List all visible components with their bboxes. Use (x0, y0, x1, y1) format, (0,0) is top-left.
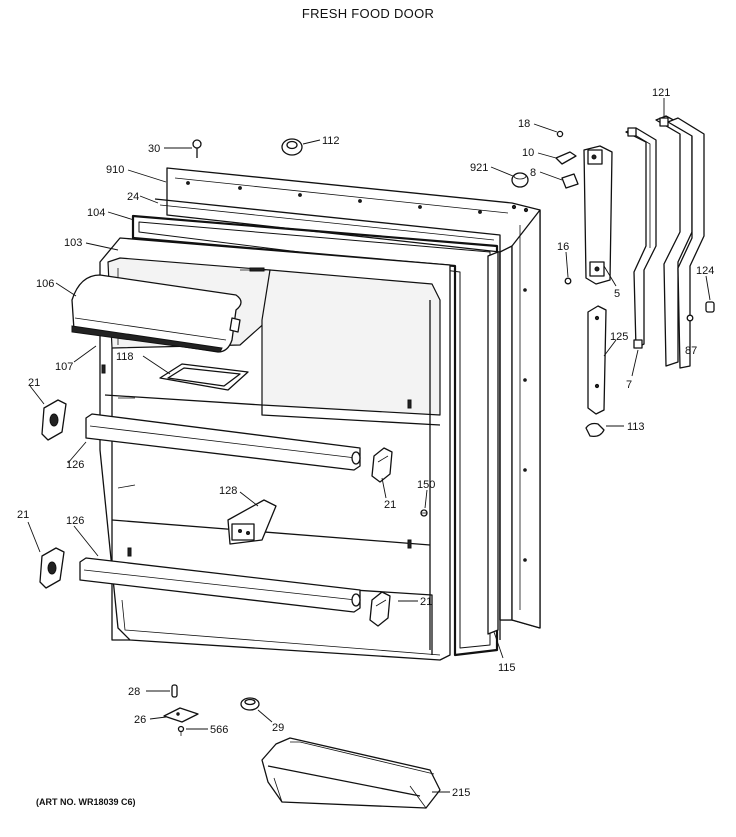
shelf-support-right-upper (371, 447, 393, 483)
leader-lines (27, 98, 711, 793)
callout-128: 128 (219, 485, 237, 497)
screw-28 (171, 684, 178, 698)
cap-921 (511, 172, 529, 188)
bottle-retainer (227, 499, 277, 545)
callout-18: 18 (518, 118, 530, 130)
shelf-support-left-lower (39, 547, 65, 589)
screw-16 (564, 277, 572, 285)
plug-29 (240, 697, 260, 711)
diagram-title: FRESH FOOD DOOR (301, 6, 435, 21)
callout-21-lower-left: 21 (17, 509, 29, 521)
callout-150: 150 (417, 479, 435, 491)
screw-18 (556, 130, 564, 138)
dairy-compartment-door (71, 274, 242, 353)
callout-labels: 30 112 910 24 104 103 106 107 118 21 126… (17, 87, 714, 799)
butter-tray (159, 363, 249, 391)
plate-26 (163, 707, 199, 723)
callout-87: 87 (685, 345, 697, 357)
callout-5: 5 (614, 288, 620, 300)
screw-566 (177, 725, 185, 736)
callout-16: 16 (557, 241, 569, 253)
hinge-pin-10 (555, 151, 577, 165)
callout-921: 921 (470, 162, 488, 174)
upper-shelf-bar (85, 413, 361, 471)
callout-910: 910 (106, 164, 124, 176)
screw-150 (420, 509, 428, 517)
screw-87 (686, 314, 694, 322)
handle-7 (625, 127, 657, 349)
callout-107: 107 (55, 361, 73, 373)
stop-8 (561, 173, 579, 189)
callout-125: 125 (610, 331, 628, 343)
callout-103: 103 (64, 237, 82, 249)
callout-7: 7 (626, 379, 632, 391)
handle-bracket-125 (587, 305, 607, 415)
plug-112 (281, 138, 303, 156)
callout-121: 121 (652, 87, 670, 99)
door-bin-215 (261, 737, 441, 809)
callout-104: 104 (87, 207, 105, 219)
art-number: (ART NO. WR18039 C6) (36, 797, 136, 807)
door-gasket (131, 214, 499, 657)
callout-21-upper-right: 21 (384, 499, 396, 511)
cap-113 (585, 422, 605, 438)
cap-124 (705, 301, 715, 313)
callout-21-upper-left: 21 (28, 377, 40, 389)
outer-door-panel (166, 167, 541, 629)
callout-126-lower: 126 (66, 515, 84, 527)
callout-29: 29 (272, 722, 284, 734)
callout-112: 112 (322, 135, 340, 147)
callout-115: 115 (498, 662, 516, 674)
shelf-support-left-upper (41, 399, 67, 441)
callout-30: 30 (148, 143, 160, 155)
callout-24: 24 (127, 191, 139, 203)
breaker-strip (154, 198, 501, 640)
hinge-bracket-5 (583, 145, 613, 285)
callout-26: 26 (134, 714, 146, 726)
callout-28: 28 (128, 686, 140, 698)
screw-30 (192, 139, 202, 158)
handle-121 (655, 115, 705, 369)
callout-126-upper: 126 (66, 459, 84, 471)
callout-118: 118 (116, 351, 134, 363)
callout-8: 8 (530, 167, 536, 179)
callout-566: 566 (210, 724, 228, 736)
callout-21-lower-right: 21 (420, 596, 432, 608)
side-trim-strip (487, 251, 499, 635)
callout-124: 124 (696, 265, 714, 277)
callout-10: 10 (522, 147, 534, 159)
shelf-support-right-lower (369, 591, 391, 627)
callout-113: 113 (627, 421, 645, 433)
lower-shelf-bar (79, 557, 361, 613)
callout-106: 106 (36, 278, 54, 290)
callout-215: 215 (452, 787, 470, 799)
